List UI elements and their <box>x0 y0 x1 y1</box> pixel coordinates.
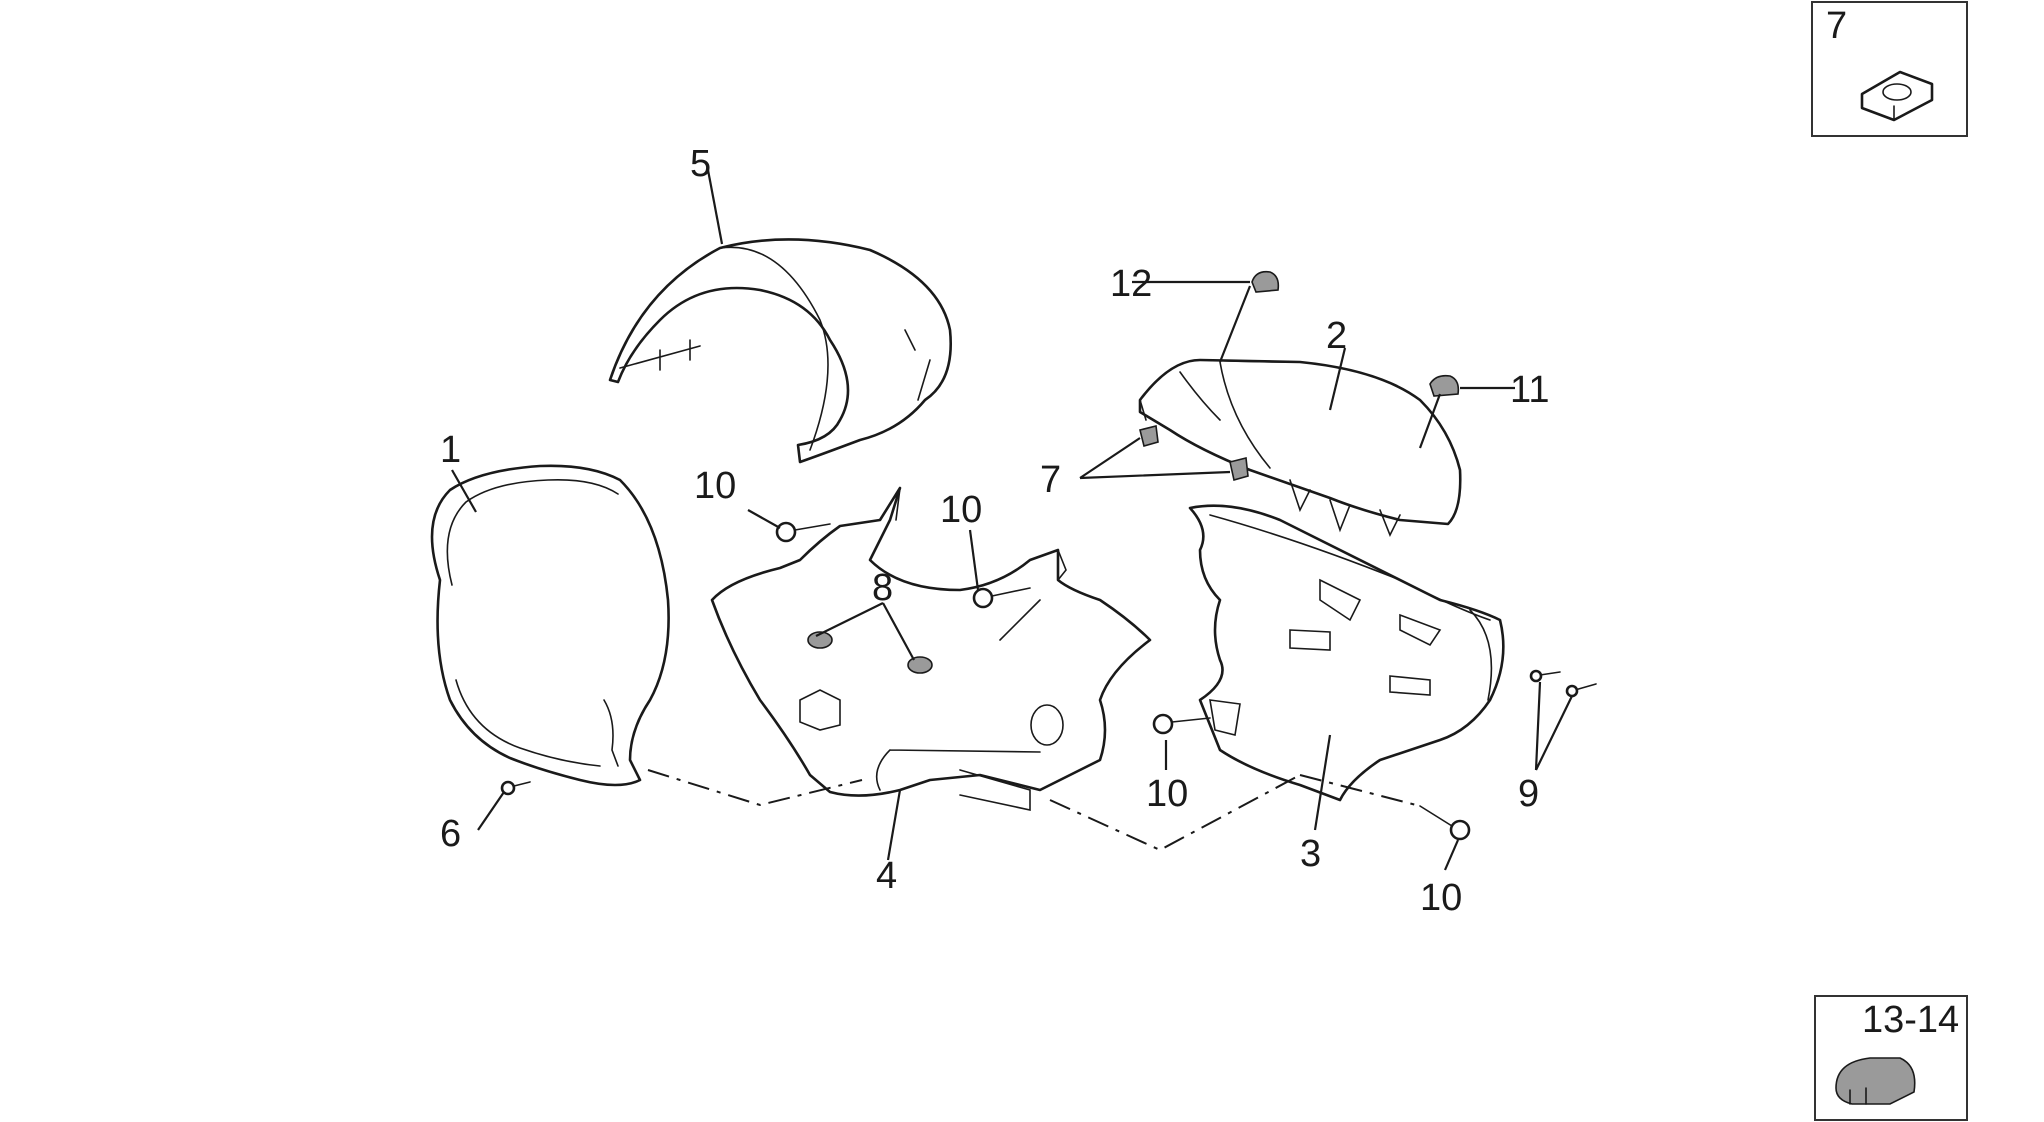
part-1-headlamp-rim <box>430 464 670 787</box>
callout-12: 12 <box>1110 263 1152 305</box>
part-5-upper-shell <box>608 238 952 464</box>
inset-label-7: 7 <box>1826 5 1847 47</box>
callout-9: 9 <box>1518 773 1539 815</box>
callout-7: 7 <box>1040 459 1061 501</box>
leader-lines <box>451 169 1573 871</box>
callout-6: 6 <box>440 813 461 855</box>
rubber-plug-icon <box>1835 1057 1916 1105</box>
callout-10a: 10 <box>694 465 736 507</box>
inset-box-part-7: 7 <box>1811 1 1968 137</box>
callout-10c: 10 <box>1146 773 1188 815</box>
callout-5: 5 <box>690 143 711 185</box>
part-4-lower-left-panel <box>710 486 1152 811</box>
callout-4: 4 <box>876 855 897 897</box>
part-3-lower-right-panel <box>1188 504 1505 802</box>
callout-1: 1 <box>440 429 461 471</box>
callout-2: 2 <box>1326 315 1347 357</box>
inset-box-part-13-14: 13-14 <box>1814 995 1968 1121</box>
part-2-speedometer-cover <box>1138 358 1462 537</box>
inset-label-13-14: 13-14 <box>1862 999 1959 1041</box>
callout-10b: 10 <box>940 489 982 531</box>
hardware-screws <box>500 270 1597 841</box>
clip-nut-icon <box>1860 70 1934 122</box>
callout-8: 8 <box>872 567 893 609</box>
callout-labels: 5 1 6 10 8 10 12 2 11 7 10 4 3 10 9 <box>440 143 1549 919</box>
callout-10d: 10 <box>1420 877 1462 919</box>
assembly-lines <box>647 769 1421 852</box>
callout-3: 3 <box>1300 833 1321 875</box>
callout-11: 11 <box>1510 369 1549 411</box>
